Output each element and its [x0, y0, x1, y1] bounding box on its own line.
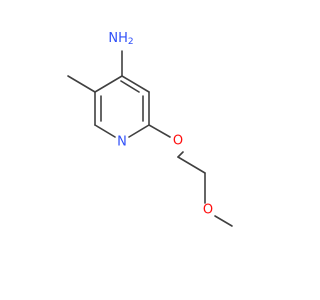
bond-ring-c3-n [128, 124, 150, 138]
amine-label: NH2 [108, 31, 133, 47]
bond-ch2-ch2 [177, 156, 206, 174]
amine-subscript: 2 [128, 37, 134, 47]
bond-ring-c5-c1 [94, 75, 123, 93]
bond-ring-n-c4 [94, 124, 116, 138]
ether-oxygen-2-label: O [203, 203, 213, 218]
bond-ring-c1-c2 [121, 75, 150, 93]
bond-o1-ch2 [177, 151, 184, 158]
ring-nitrogen-label: N [117, 135, 127, 150]
bond-o2-ch3 [214, 215, 233, 227]
bond-methyl [67, 75, 96, 93]
structure-canvas: NH2 N O O [67, 30, 233, 227]
bond-c-o1 [148, 124, 171, 138]
bond-ring-double-3 [120, 80, 140, 93]
ether-oxygen-1-label: O [173, 134, 183, 149]
molecule-diagram: NH2 N O O [67, 31, 233, 227]
amine-text: NH [108, 31, 128, 46]
